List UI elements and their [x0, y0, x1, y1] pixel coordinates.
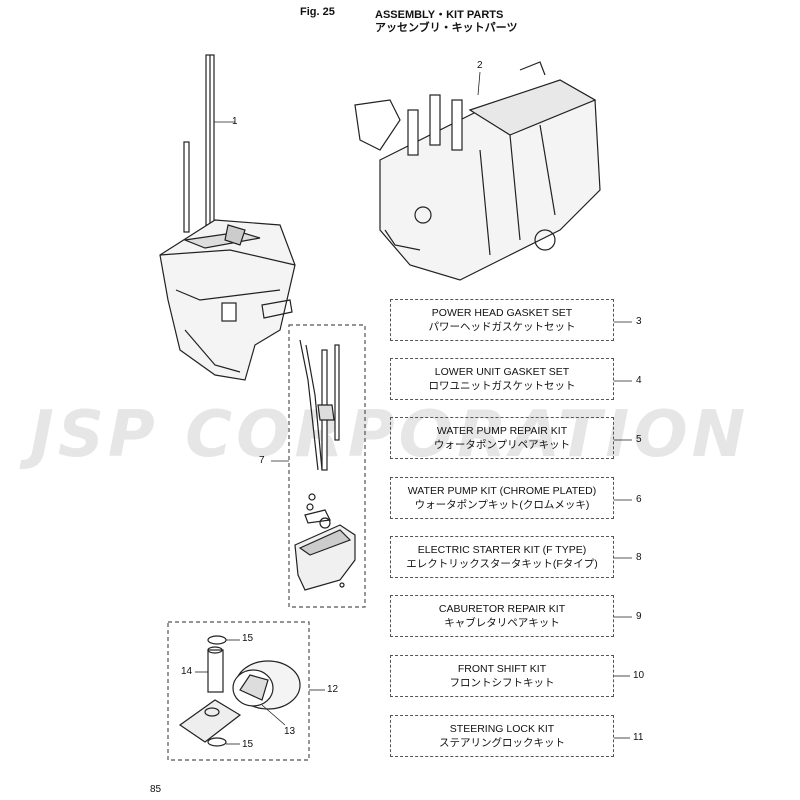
kit-electric-starter-kit[interactable]: ELECTRIC STARTER KIT (F TYPE) エレクトリックスター…	[390, 536, 614, 578]
kit-name-en: LOWER UNIT GASKET SET	[434, 366, 570, 378]
kit-name-en: CABURETOR REPAIR KIT	[438, 603, 566, 615]
callout-12: 12	[327, 684, 339, 695]
kit-number-9: 9	[636, 611, 642, 622]
callout-15-top: 15	[242, 633, 254, 644]
kit-name-en: WATER PUMP KIT (CHROME PLATED)	[407, 485, 597, 497]
kit-power-head-gasket-set[interactable]: POWER HEAD GASKET SET パワーヘッドガスケットセット	[390, 299, 614, 341]
page-number: 85	[150, 784, 162, 795]
kit-number-4: 4	[636, 375, 642, 386]
starter-kit-drawing	[294, 339, 356, 591]
figure-number: Fig. 25	[300, 6, 335, 18]
page-subtitle: アッセンブリ・キットパーツ	[375, 22, 518, 34]
kit-name-jp: ロワユニットガスケットセット	[428, 380, 576, 392]
kit-name-jp: フロントシフトキット	[449, 677, 555, 689]
callout-7: 7	[259, 455, 265, 466]
kit-water-pump-kit-chrome[interactable]: WATER PUMP KIT (CHROME PLATED) ウォータポンプキッ…	[390, 477, 614, 519]
kit-number-6: 6	[636, 494, 642, 505]
callout-15-bottom: 15	[242, 739, 254, 750]
kit-name-jp: パワーヘッドガスケットセット	[428, 321, 576, 333]
power-head-drawing	[354, 61, 601, 281]
kit-caburetor-repair-kit[interactable]: CABURETOR REPAIR KIT キャブレタリペアキット	[390, 595, 614, 637]
kit-name-en: WATER PUMP REPAIR KIT	[436, 425, 568, 437]
kit-number-10: 10	[633, 670, 645, 681]
kit-name-jp: ステアリングロックキット	[439, 737, 565, 749]
kit-steering-lock-kit[interactable]: STEERING LOCK KIT ステアリングロックキット	[390, 715, 614, 757]
kit-number-5: 5	[636, 434, 642, 445]
kit-number-11: 11	[633, 732, 644, 743]
kit-name-en: STEERING LOCK KIT	[449, 723, 555, 735]
watermark: JSP CORPORATION	[30, 398, 750, 472]
kit-water-pump-repair-kit[interactable]: WATER PUMP REPAIR KIT ウォータポンプリペアキット	[390, 417, 614, 459]
callout-14: 14	[181, 666, 193, 677]
kit-lower-unit-gasket-set[interactable]: LOWER UNIT GASKET SET ロワユニットガスケットセット	[390, 358, 614, 400]
kit-front-shift-kit[interactable]: FRONT SHIFT KIT フロントシフトキット	[390, 655, 614, 697]
callout-13: 13	[284, 726, 296, 737]
kit-name-jp: ウォータポンプキット(クロムメッキ)	[414, 499, 590, 511]
kit-name-jp: キャブレタリペアキット	[444, 617, 560, 629]
callout-1: 1	[232, 116, 238, 127]
steering-lock-drawing	[178, 635, 301, 747]
kit-name-jp: ウォータポンプリペアキット	[433, 439, 571, 451]
callout-2: 2	[477, 60, 483, 71]
kit-number-8: 8	[636, 552, 642, 563]
kit-name-en: POWER HEAD GASKET SET	[431, 307, 573, 319]
kit-name-en: ELECTRIC STARTER KIT (F TYPE)	[417, 544, 587, 556]
kit-name-jp: エレクトリックスタータキット(Fタイプ)	[406, 558, 598, 570]
kit-number-3: 3	[636, 316, 642, 327]
kit-name-en: FRONT SHIFT KIT	[457, 663, 547, 675]
page-title: ASSEMBLY・KIT PARTS	[375, 9, 504, 21]
lower-unit-drawing	[159, 54, 296, 381]
